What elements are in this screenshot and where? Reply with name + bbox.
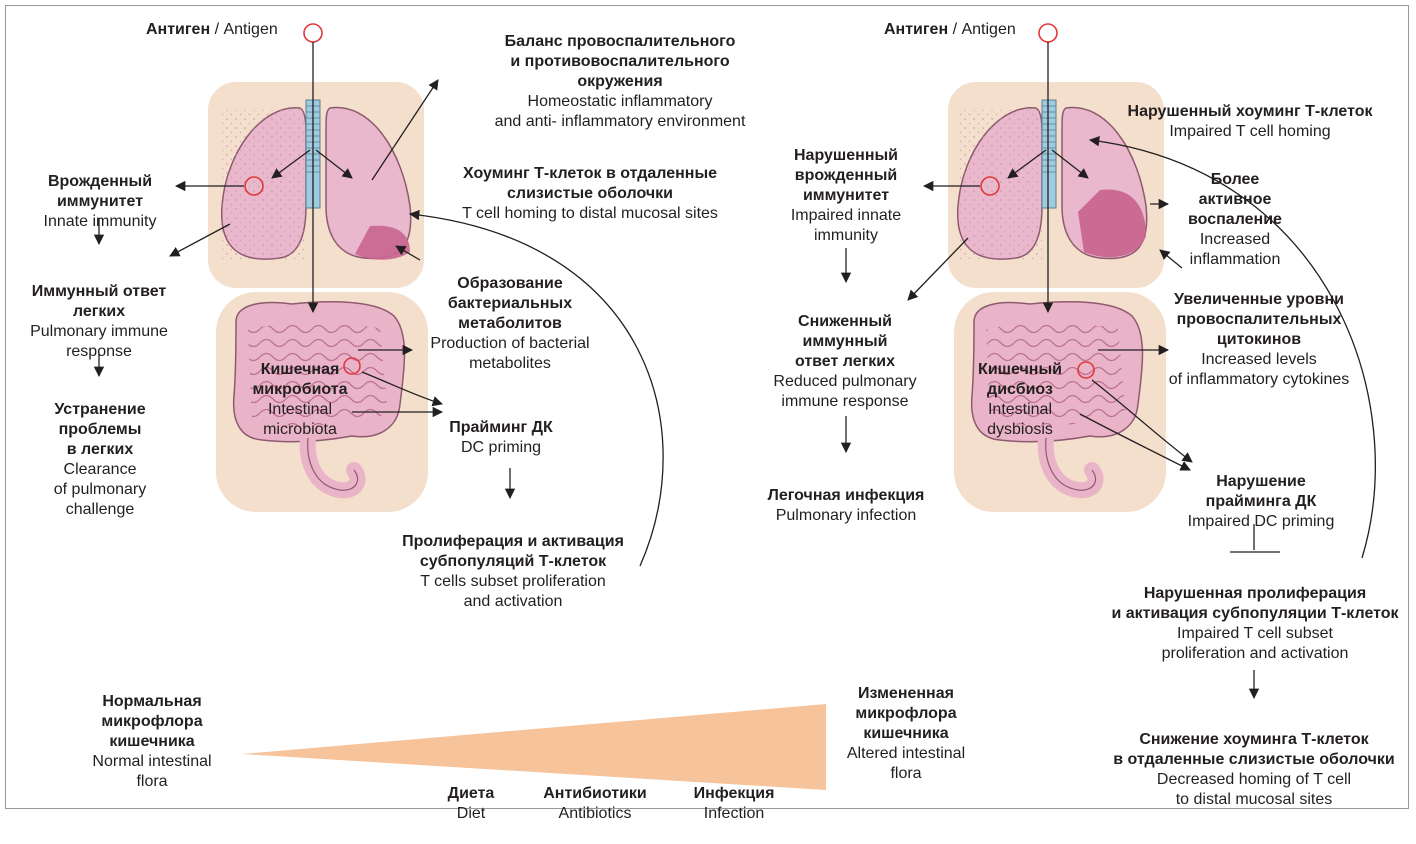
cytokines-label: Увеличенные уровни провоспалительных цит… <box>1144 270 1374 410</box>
proliferation-label: Пролиферация и активация субпопуляций Т-… <box>388 512 638 632</box>
impaired-proliferation-label: Нарушенная пролиферация и активация субп… <box>1100 564 1410 684</box>
antigen-circle-left <box>304 24 322 42</box>
decreased-homing-label: Снижение хоуминга Т-клеток в отдаленные … <box>1104 710 1404 830</box>
balance-label: Баланс провоспалительного и противовоспа… <box>470 12 770 152</box>
healthy-lungs <box>208 82 424 288</box>
homing-label: Хоуминг Т-клеток в отдаленные слизистые … <box>430 144 750 244</box>
antigen-label-right: Антиген / Antigen <box>884 20 1016 40</box>
antigen-label-left: Антиген / Antigen <box>146 20 278 40</box>
antigen-circle-right <box>1039 24 1057 42</box>
